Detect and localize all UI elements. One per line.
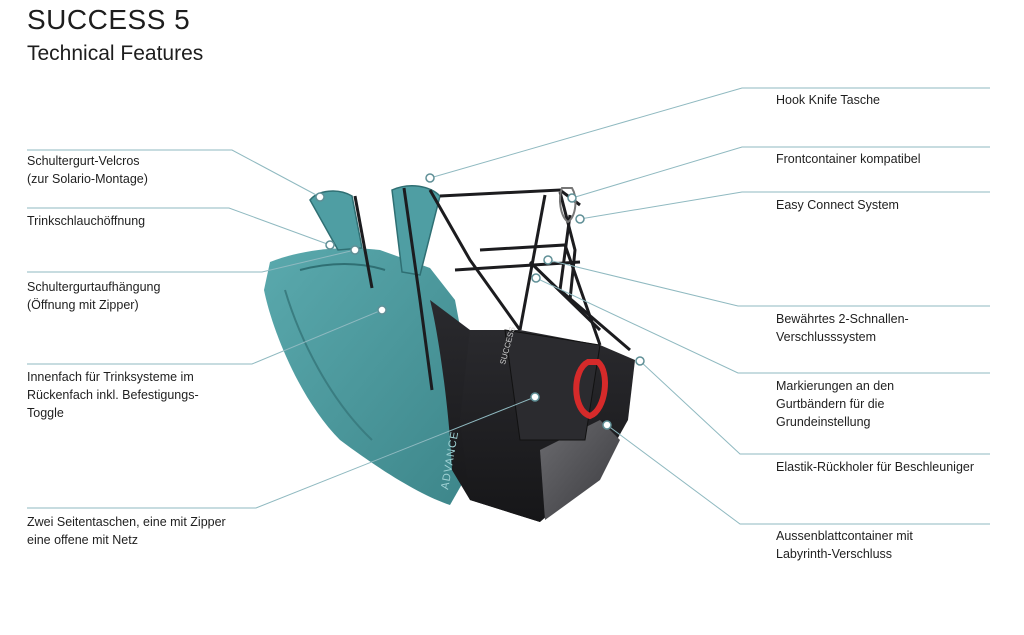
leader-line-left-4 <box>27 309 383 365</box>
callout-label-right: Aussenblattcontainer mit Labyrinth-Versc… <box>776 529 913 561</box>
callout-dot <box>377 305 387 315</box>
callout-label-left: Schultergurtaufhängung (Öffnung mit Zipp… <box>27 280 161 312</box>
harness-illustration: ADVANCE SUCCESS <box>264 184 635 522</box>
leader-line-left-1 <box>27 149 321 198</box>
page-subtitle: Technical Features <box>27 42 204 65</box>
callout-dot <box>530 392 540 402</box>
leader-line-left-5 <box>27 396 536 509</box>
callout-dot <box>425 173 435 183</box>
callout-dot <box>635 356 645 366</box>
shoulder-strap-left <box>309 190 363 251</box>
reserve-handle <box>573 359 608 420</box>
callout-dot <box>567 193 577 203</box>
leader-line-right-3 <box>579 191 990 220</box>
leader-line-right-5 <box>535 277 990 374</box>
callout-label-left: Innenfach für Trinksysteme im Rückenfach… <box>27 370 199 420</box>
callout-dot <box>325 240 335 250</box>
callout-label-left: Zwei Seitentaschen, eine mit Zipper eine… <box>27 515 226 547</box>
harness-back-shell <box>264 248 470 506</box>
leader-lines-right <box>429 87 990 525</box>
leader-line-right-6 <box>639 360 990 455</box>
leader-line-right-7 <box>606 424 990 525</box>
callout-label-left: Trinkschlauchöffnung <box>27 214 146 228</box>
leader-line-right-4 <box>547 259 990 307</box>
callout-dot <box>350 245 360 255</box>
callout-label-right: Elastik-Rückholer für Beschleuniger <box>776 460 975 474</box>
leader-line-right-1 <box>429 87 990 179</box>
callout-label-right: Frontcontainer kompatibel <box>776 152 921 166</box>
callout-dot <box>531 273 541 283</box>
leader-line-right-2 <box>571 146 990 199</box>
callout-dot <box>543 255 553 265</box>
callout-label-right: Easy Connect System <box>776 198 899 212</box>
callout-label-right: Hook Knife Tasche <box>776 93 880 107</box>
callout-dot <box>315 192 325 202</box>
leader-line-left-3 <box>27 249 356 273</box>
reserve-container <box>540 420 620 520</box>
callout-label-right: Bewährtes 2-Schnallen- Verschlusssystem <box>776 312 909 344</box>
callout-label-left: Schultergurt-Velcros (zur Solario-Montag… <box>27 154 148 186</box>
callout-dot <box>575 214 585 224</box>
callout-dots <box>315 173 645 430</box>
callout-label-right: Markierungen an den Gurtbändern für die … <box>776 379 895 429</box>
shoulder-strap-right <box>391 184 441 276</box>
page-title: SUCCESS 5 <box>27 4 191 35</box>
leader-line-left-2 <box>27 207 331 246</box>
callout-dot <box>602 420 612 430</box>
leader-lines-left <box>27 149 536 509</box>
